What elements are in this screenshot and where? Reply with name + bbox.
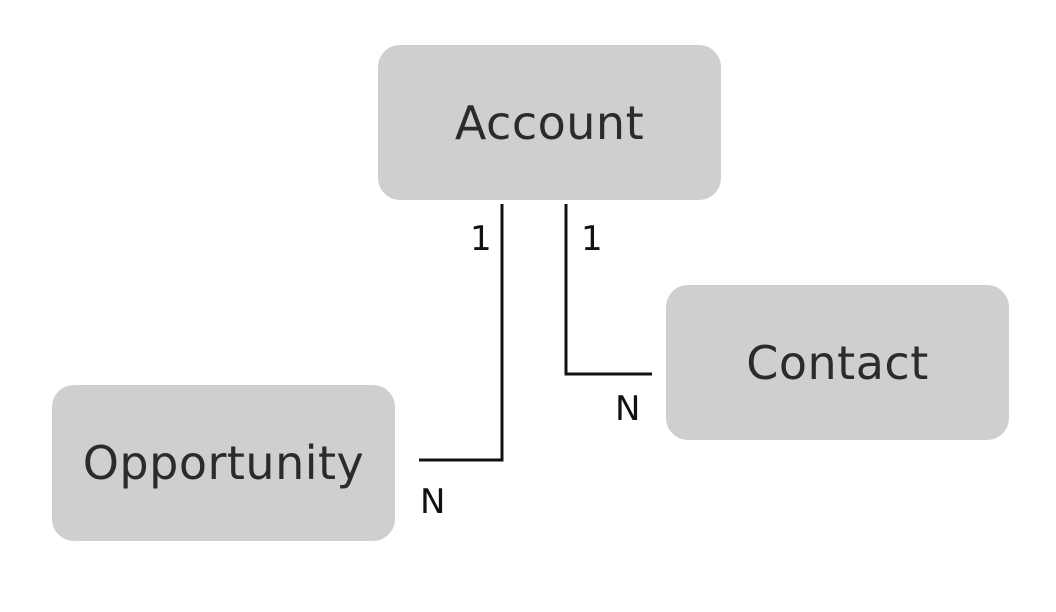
entity-account[interactable]: Account	[378, 45, 721, 200]
entity-opportunity[interactable]: Opportunity	[52, 385, 395, 541]
entity-account-label: Account	[454, 95, 645, 150]
entity-contact[interactable]: Contact	[666, 285, 1009, 440]
cardinality-contact-side: N	[615, 389, 641, 429]
entity-opportunity-label: Opportunity	[82, 436, 365, 490]
cardinality-account-side-contact: 1	[581, 219, 603, 259]
relationship-line-account-contact	[564, 204, 652, 376]
relationship-line-account-opportunity	[419, 204, 504, 462]
entity-contact-label: Contact	[746, 335, 929, 390]
cardinality-account-side-opportunity: 1	[470, 219, 492, 259]
cardinality-opportunity-side: N	[420, 482, 446, 522]
